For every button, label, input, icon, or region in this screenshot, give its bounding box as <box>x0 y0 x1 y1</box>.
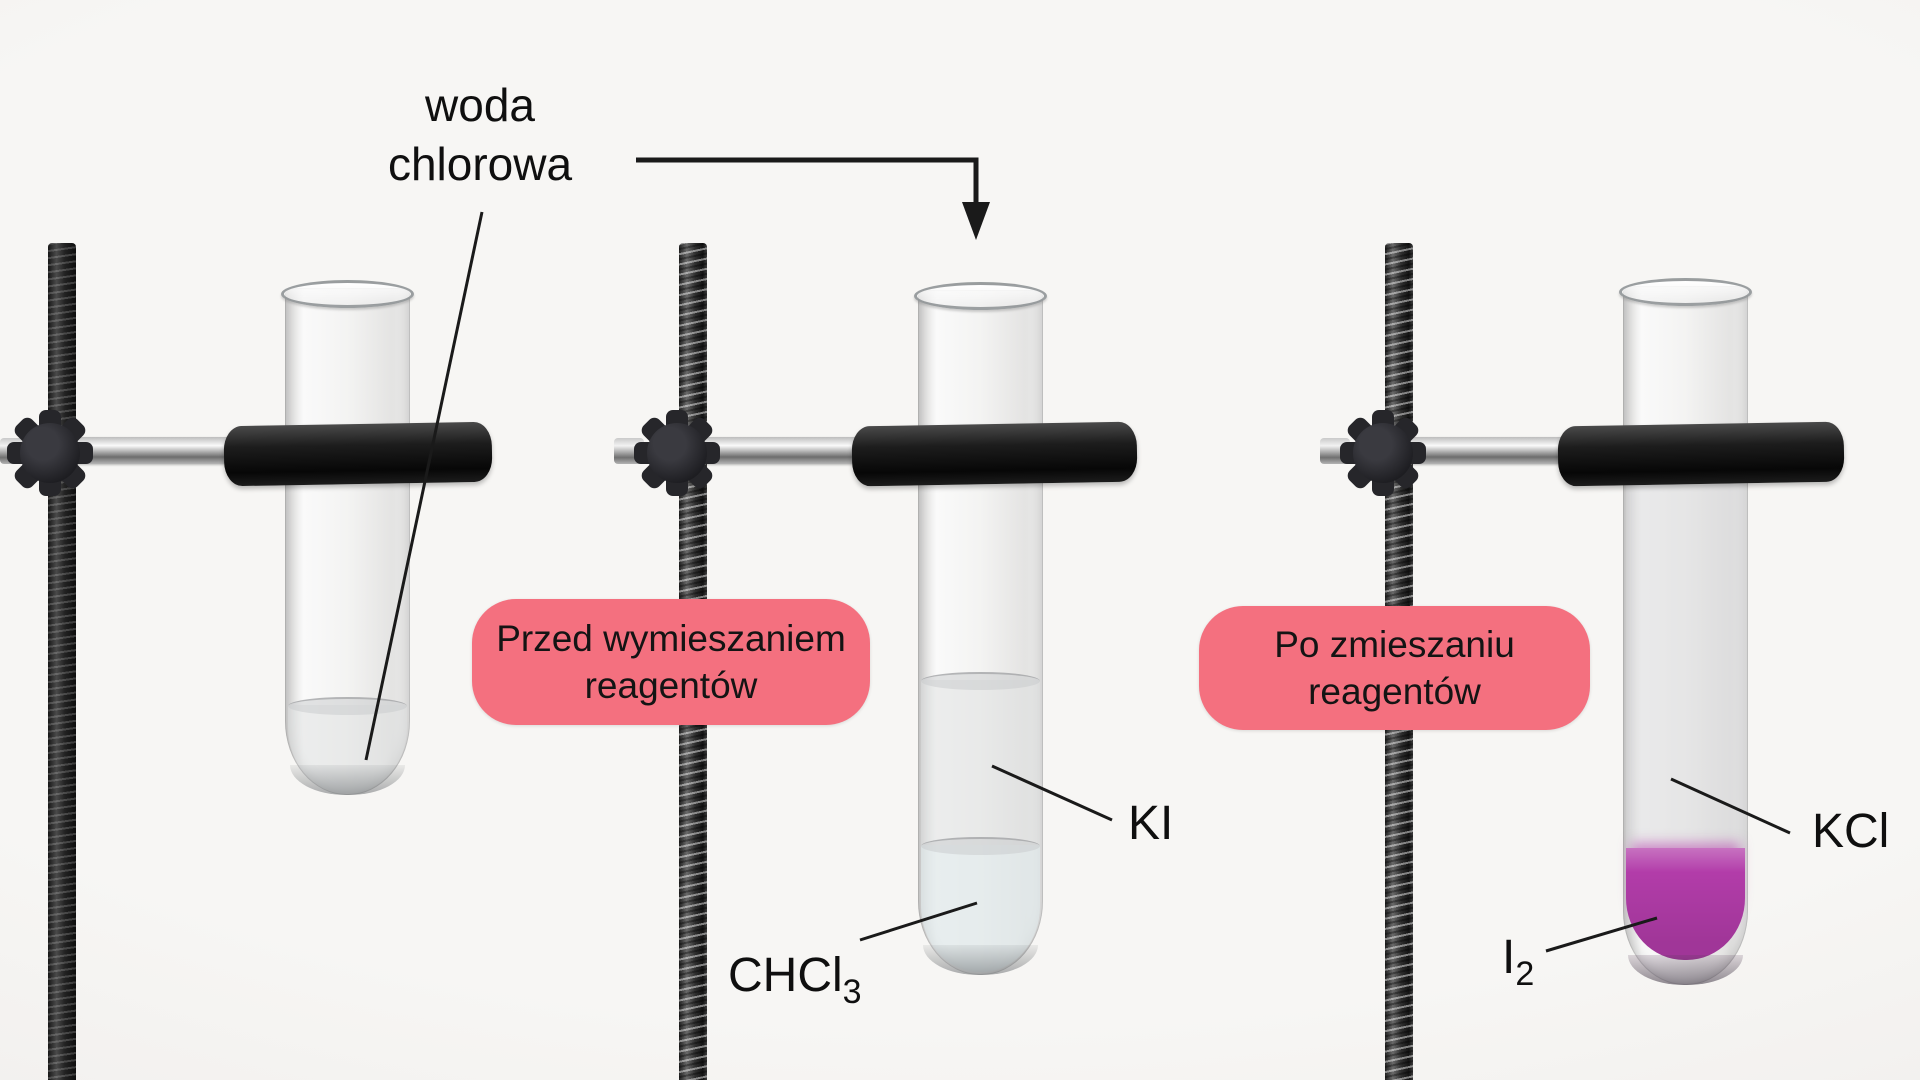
clamp-gear-hub <box>1353 423 1413 483</box>
label-i2: I2 <box>1502 930 1534 991</box>
label-kcl: KCl <box>1812 804 1889 859</box>
badge-before-mixing: Przed wymieszaniem reagentów <box>472 599 870 725</box>
label-chcl3-base: CHCl <box>728 949 843 1002</box>
clamp-gear-icon-left <box>5 408 95 498</box>
clamp-bar-left <box>76 437 230 464</box>
liquid-ki-layer <box>921 672 1040 845</box>
clamp-grip-right <box>1557 421 1845 487</box>
badge-before-line2: reagentów <box>584 665 758 706</box>
clamp-gear-hub <box>20 423 80 483</box>
clamp-gear-hub <box>647 423 707 483</box>
pour-arrow-line <box>636 157 979 206</box>
clamp-gear-icon-middle <box>632 408 722 498</box>
clamp-bar-middle <box>704 437 874 464</box>
clamp-bar-right <box>1410 437 1578 464</box>
label-woda-chlorowa-line2: chlorowa <box>387 138 573 190</box>
clamp-grip-left <box>223 421 493 487</box>
test-tube-rim <box>914 282 1047 310</box>
test-tube-bottom-glass <box>290 765 405 795</box>
clamp-gear-icon-right <box>1338 408 1428 498</box>
label-ki: KI <box>1128 796 1173 851</box>
liquid-meniscus <box>288 697 407 715</box>
liquid-iodine-chcl3-layer <box>1626 848 1745 960</box>
test-tube-bottom-glass <box>923 945 1038 975</box>
label-i2-subscript: 2 <box>1515 955 1535 993</box>
stand-rod-left <box>48 243 76 1080</box>
liquid-meniscus <box>921 837 1040 855</box>
test-tube-ki-chcl3 <box>914 282 1047 975</box>
label-chcl3-subscript: 3 <box>842 973 862 1011</box>
label-ki-text: KI <box>1128 797 1174 850</box>
test-tube-chlorine-water <box>281 280 414 795</box>
label-chcl3: CHCl3 <box>728 948 862 1009</box>
badge-after-line1: Po zmieszaniu <box>1274 624 1515 665</box>
badge-before-line1: Przed wymieszaniem <box>496 618 846 659</box>
clamp-grip-middle <box>851 421 1138 487</box>
test-tube-bottom-glass <box>1628 955 1743 985</box>
test-tube-rim <box>281 280 414 308</box>
liquid-meniscus <box>921 672 1040 690</box>
test-tube-kcl-i2 <box>1619 278 1752 985</box>
test-tube-rim <box>1619 278 1752 306</box>
label-woda-chlorowa-line1: woda <box>425 79 535 131</box>
pour-arrow-head-icon <box>962 202 990 240</box>
label-kcl-text: KCl <box>1812 805 1890 858</box>
liquid-kcl-layer <box>1626 442 1745 848</box>
label-i2-base: I <box>1502 931 1516 984</box>
badge-after-mixing: Po zmieszaniu reagentów <box>1199 606 1590 730</box>
label-woda-chlorowa: woda chlorowa <box>290 76 670 194</box>
badge-after-line2: reagentów <box>1308 671 1481 712</box>
